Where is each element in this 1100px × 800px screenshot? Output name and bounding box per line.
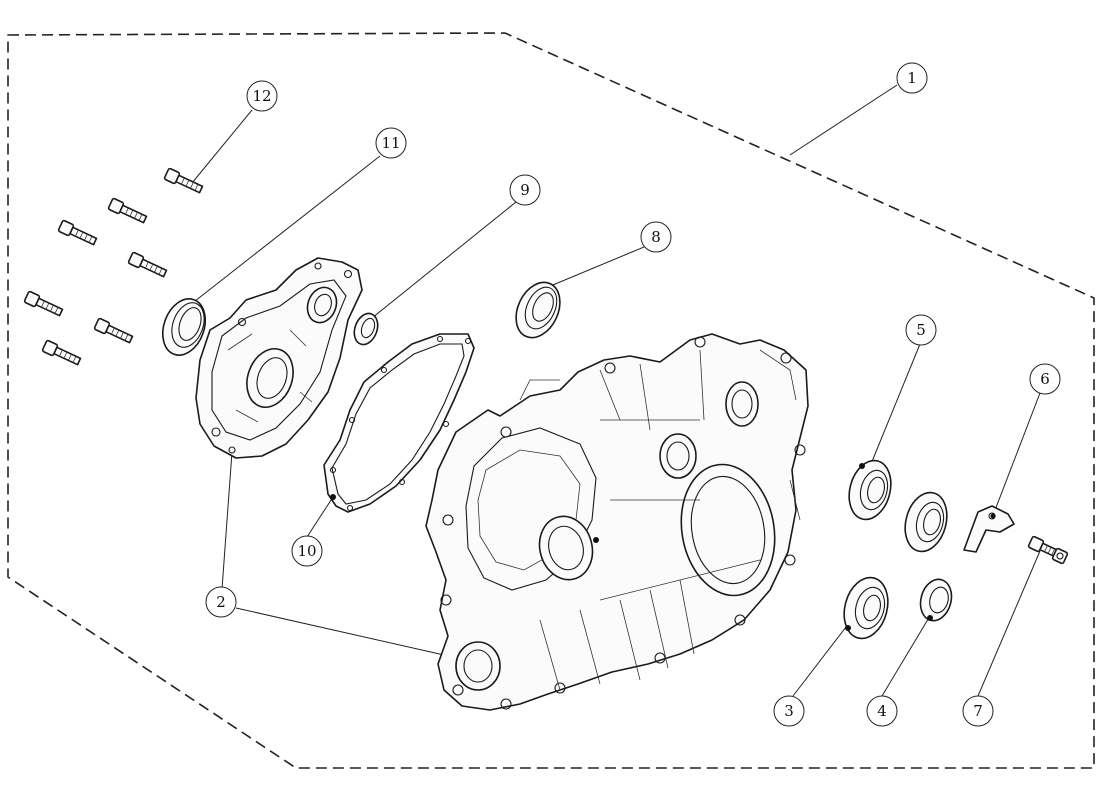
svg-text:9: 9	[520, 181, 530, 199]
leader-lines	[189, 84, 1041, 697]
svg-text:2: 2	[216, 593, 226, 611]
callout-4: 4	[866, 695, 898, 727]
callout-10: 10	[291, 535, 323, 567]
callout-12: 12	[246, 80, 278, 112]
callout-2-upper: 2	[205, 586, 237, 618]
svg-text:12: 12	[252, 87, 271, 105]
bolt	[163, 167, 204, 194]
bearing-5	[848, 459, 892, 521]
svg-text:7: 7	[973, 702, 983, 720]
retainer-plate-6	[963, 505, 1015, 553]
oil-seal-8	[515, 281, 561, 339]
callout-1: 1	[896, 62, 928, 94]
bearing	[904, 491, 948, 553]
svg-text:8: 8	[651, 228, 661, 246]
callout-3: 3	[773, 695, 805, 727]
gasket-10	[323, 333, 475, 513]
svg-text:11: 11	[381, 134, 400, 152]
side-cover	[195, 257, 363, 459]
crankcase	[425, 333, 809, 711]
callout-8: 8	[640, 221, 672, 253]
callout-9: 9	[509, 174, 541, 206]
svg-text:6: 6	[1040, 370, 1050, 388]
oil-seal-9	[353, 312, 379, 346]
svg-text:10: 10	[297, 542, 316, 560]
bolt	[57, 219, 98, 246]
bolt	[41, 339, 82, 366]
bearing-3	[843, 576, 889, 640]
bearing-4	[919, 578, 953, 622]
bolt	[23, 290, 64, 317]
svg-text:4: 4	[877, 702, 887, 720]
callout-7: 7	[962, 695, 994, 727]
svg-text:5: 5	[916, 321, 926, 339]
oil-seal-11	[161, 298, 207, 356]
callout-5: 5	[905, 314, 937, 346]
bolt	[93, 317, 134, 344]
bolt	[107, 197, 148, 224]
bolts-7	[1027, 535, 1069, 565]
bolt-set	[23, 167, 204, 366]
callout-11: 11	[375, 127, 407, 159]
callout-6: 6	[1029, 363, 1061, 395]
bolt	[127, 251, 168, 278]
svg-text:3: 3	[784, 702, 794, 720]
svg-text:1: 1	[907, 69, 917, 87]
assembly-boundary	[7, 32, 1095, 769]
